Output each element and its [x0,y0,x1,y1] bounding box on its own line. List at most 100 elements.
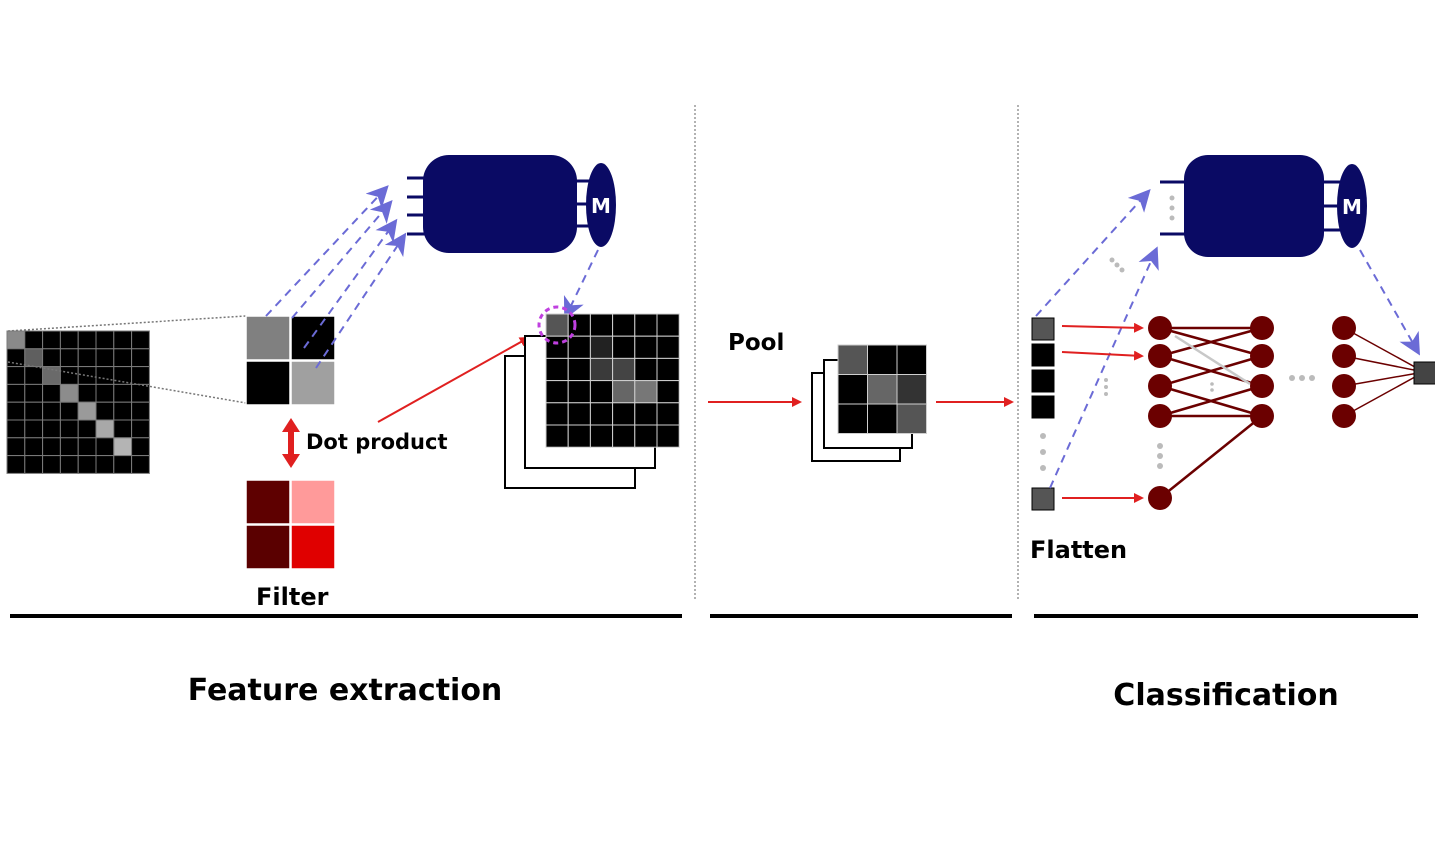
feature-map-pixel [567,335,591,359]
feature-map-pixel [634,380,658,404]
input-pixel [59,419,79,439]
faded-connections [1174,334,1251,386]
patch-cell [245,360,291,406]
pool-pixel [867,374,898,405]
pool-pixel [896,403,927,434]
input-pixel [42,437,61,457]
feature-map-pixel [567,313,591,337]
feature-map-pixel [612,313,636,337]
input-pixel [59,366,79,385]
input-pixel [6,383,26,403]
input-pixel [24,366,44,385]
flatten-label: Flatten [1030,536,1127,564]
input-pixel [77,401,97,421]
feature-map-pixel [656,380,680,404]
input-pixel [131,366,150,385]
input-pixel [77,437,97,457]
input-pixel [113,383,133,403]
feature-map-pixel [656,313,680,337]
output-connections [1343,327,1425,417]
input-pixel [131,401,150,421]
ellipsis-dots [1157,375,1315,469]
feature-map-pixel [589,402,614,426]
feature-map-pixel [567,424,591,448]
input-pixel [6,455,26,474]
feature-map-pixel [634,357,658,382]
pool-label: Pool [728,330,784,356]
feature-map-pixel [589,313,614,337]
pool-pixel [837,344,868,375]
memory-block-left: M [407,155,616,253]
input-pixel [95,366,115,385]
input-pixel [59,455,79,474]
memory-label-right: M [1342,195,1362,219]
input-pixel [6,401,26,421]
input-pixel [42,383,61,403]
input-image [6,330,150,474]
network-connections [1159,326,1263,499]
input-pixel [131,419,150,439]
input-pixel [59,348,79,368]
feature-map-pixel [612,402,636,426]
input-pixel [6,366,26,385]
flatten-vector [1031,317,1055,511]
input-pixel [113,455,133,474]
patch-cell [290,360,336,406]
output-node [1413,361,1435,385]
feature-map-pixel [634,335,658,359]
feature-map-pixel [545,380,569,404]
input-pixel [131,348,150,368]
feature-map-pixel [612,357,636,382]
feature-map-pixel [567,380,591,404]
feature-map-pixel [545,313,569,337]
faded-dots [1104,257,1125,396]
feature-map-pixel [589,335,614,359]
input-pixel [77,383,97,403]
image-patch [245,315,336,406]
feature-extraction-label: Feature extraction [188,673,503,708]
filter-cell [290,479,336,525]
memory-to-map-arrow [563,249,599,320]
input-pixel [77,455,97,474]
patch-projection-lines [7,315,247,404]
input-pixel [24,348,44,368]
feature-map-pixel [634,313,658,337]
input-pixel [113,437,133,457]
feature-map-pixel [589,424,614,448]
input-pixel [131,437,150,457]
dot-product-to-map-arrow [377,337,530,423]
feature-map-pixel [567,357,591,382]
pool-pixel [896,344,927,375]
highlight-circle [537,305,577,345]
input-pixel [95,348,115,368]
filter-cell [290,524,336,570]
pool-pixel [896,374,927,405]
input-pixel [59,401,79,421]
dot-product-label: Dot product [306,430,448,454]
input-pixel [42,419,61,439]
input-pixel [24,419,44,439]
feature-map-pixel [545,424,569,448]
input-pixel [95,383,115,403]
input-pixel [113,401,133,421]
feature-map-pixel [589,380,614,404]
feature-map-pixel [589,357,614,382]
memory-block-right: M [1160,155,1367,257]
input-pixel [24,330,44,350]
feature-map-pixel [612,424,636,448]
input-pixel [24,437,44,457]
feature-map-pixel [612,380,636,404]
input-pixel [95,401,115,421]
input-pixel [42,455,61,474]
input-pixel [42,348,61,368]
filter-label: Filter [256,583,329,611]
feature-map-pixel [656,402,680,426]
pool-pixel [837,374,868,405]
input-pixel [59,330,79,350]
feature-map-pixel [567,402,591,426]
input-pixel [95,419,115,439]
memory-label-left: M [591,194,611,218]
neurons [1148,316,1356,510]
